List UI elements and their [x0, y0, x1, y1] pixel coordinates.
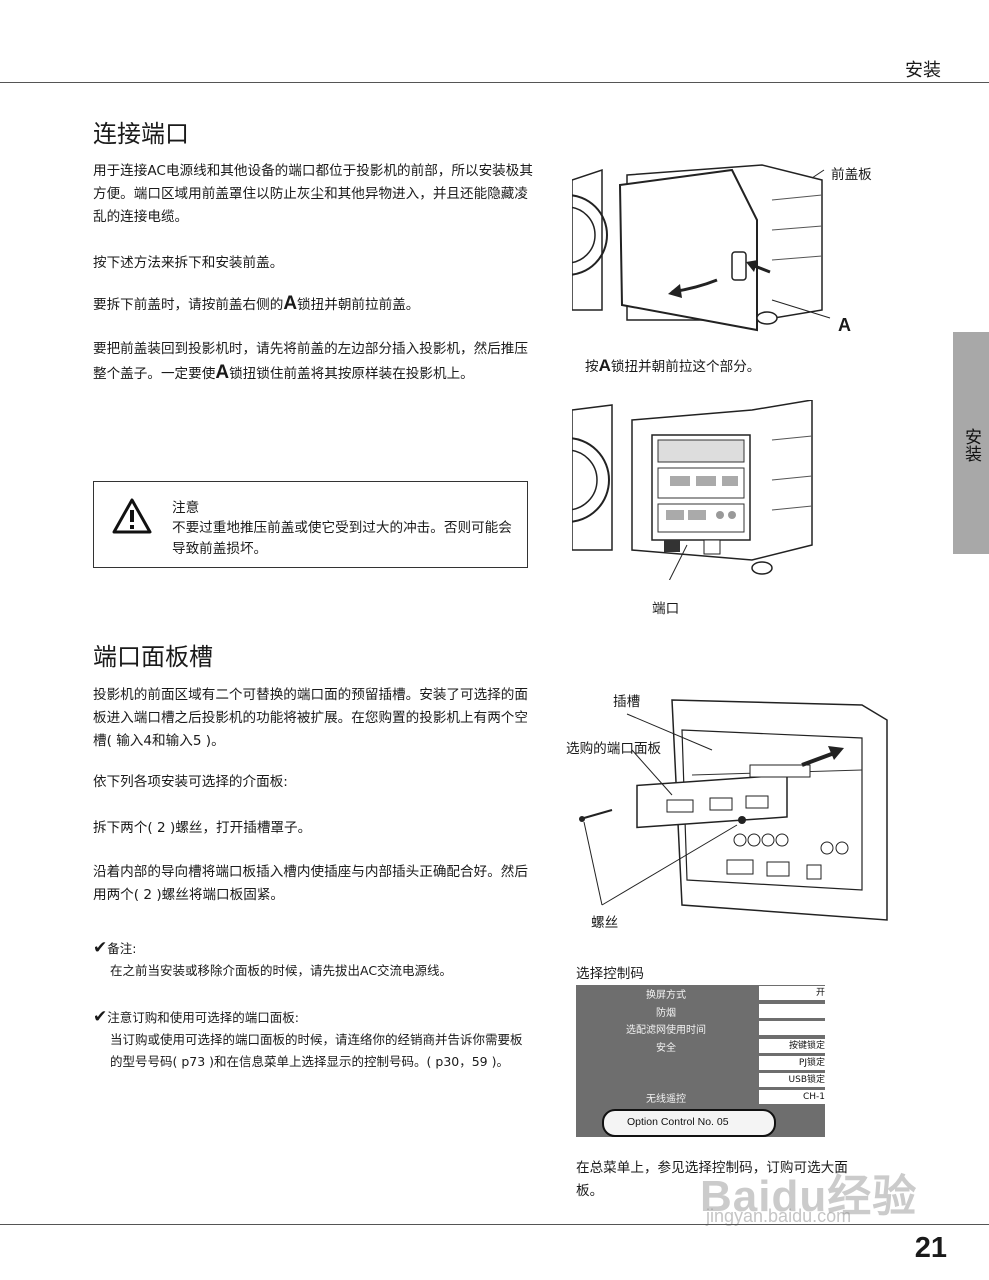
menu-caption-bottom: 在总菜单上，参见选择控制码，订购可选大面板。	[576, 1160, 848, 1199]
menu-row: USB锁定	[576, 1073, 825, 1090]
p4-text-post: 锁扭锁住前盖将其按原样装在投影机上。	[229, 366, 474, 382]
menu-row-label: 换屏方式	[646, 990, 686, 1001]
menu-row: 换屏方式 开	[576, 986, 825, 1003]
caution-title: 注意	[172, 500, 200, 516]
menu-row-label: 选配滤网使用时间	[626, 1025, 706, 1036]
ports-illustration	[572, 400, 813, 580]
warning-triangle-icon	[112, 498, 152, 534]
baidu-watermark-url: jingyan.baidu.com	[706, 1206, 852, 1226]
menu-row: 无线遥控 CH-1	[576, 1090, 825, 1107]
label-optional-panel: 选购的端口面板	[566, 741, 662, 757]
note-2-title: 注意订购和使用可选择的端口面板:	[107, 1010, 299, 1025]
settings-menu-screenshot: 换屏方式 开 防烟 选配滤网使用时间 安全 按键锁定 PJ锁定 USB锁定 无线遥控…	[576, 985, 825, 1137]
section1-paragraph-2: 按下述方法来拆下和安装前盖。	[93, 255, 284, 271]
option-control-text: Option Control No. 05	[627, 1116, 729, 1128]
menu-row: 选配滤网使用时间	[576, 1021, 825, 1038]
menu-row-label: 防烟	[656, 1008, 676, 1019]
caption-letter-a: A	[598, 356, 611, 375]
checkmark-icon: ✔	[93, 1007, 108, 1027]
menu-row-label: 无线遥控	[646, 1094, 686, 1105]
menu-row-value: 开	[759, 986, 825, 1000]
p3-text-pre: 要拆下前盖时，请按前盖右侧的	[93, 297, 284, 313]
p4-text-pre: 要把前盖装回到投影机时，请先将前盖的左边部分插入投影机，然后推压整个盖子。一定要…	[93, 341, 528, 382]
caption-pre: 按	[585, 359, 599, 375]
port-panel-illustration	[579, 699, 888, 921]
section2-paragraph-4: 沿着内部的导向槽将端口板插入槽内使插座与内部插头正确配合好。然后用两个( 2 )…	[93, 864, 528, 903]
note-2: ✔注意订购和使用可选择的端口面板: 当订购或使用可选择的端口面板的时候，请连络你…	[93, 1006, 533, 1073]
section2-paragraph-3: 拆下两个( 2 )螺丝，打开插槽罩子。	[93, 820, 312, 836]
caution-box: 注意 不要过重地推压前盖或使它受到过大的冲击。否则可能会导致前盖损坏。	[93, 481, 528, 568]
section1-paragraph-1: 用于连接AC电源线和其他设备的端口都位于投影机的前部，所以安装极其方便。端口区域…	[93, 163, 533, 225]
header-section-title: 安装	[905, 60, 941, 81]
menu-row-value	[759, 1004, 825, 1018]
label-port: 端口	[652, 601, 680, 617]
menu-caption-top: 选择控制码	[576, 966, 644, 982]
p3-letter-a: A	[283, 293, 298, 314]
menu-row-value: USB锁定	[759, 1073, 825, 1087]
checkmark-icon: ✔	[93, 938, 108, 958]
label-screw: 螺丝	[591, 915, 619, 931]
option-control-highlight: Option Control No. 05	[602, 1109, 776, 1137]
figure1-caption: 按A锁扭并朝前拉这个部分。	[585, 355, 760, 376]
menu-row-value: 按键锁定	[759, 1039, 825, 1053]
note-2-text: 当订购或使用可选择的端口面板的时候，请连络你的经销商并告诉你需要板的型号号码( …	[110, 1032, 523, 1069]
footer-rule	[0, 1224, 989, 1225]
menu-row: 安全 按键锁定	[576, 1039, 825, 1056]
note-1-title: 备注:	[107, 941, 137, 956]
section1-paragraph-3: 要拆下前盖时，请按前盖右侧的A锁扭并朝前拉前盖。	[93, 292, 533, 317]
menu-row-label: 安全	[656, 1043, 676, 1054]
label-slot: 插槽	[613, 694, 641, 710]
baidu-watermark: Baidu经验	[700, 1172, 918, 1221]
menu-row: 防烟	[576, 1004, 825, 1021]
menu-row-value: PJ锁定	[759, 1056, 825, 1070]
side-tab: 安装	[953, 332, 989, 554]
side-tab-label: 安装	[961, 428, 981, 462]
label-a: A	[838, 315, 851, 335]
note-1: ✔备注: 在之前当安装或移除介面板的时候，请先拔出AC交流电源线。	[93, 937, 533, 982]
section1-title: 连接端口	[93, 120, 189, 148]
section2-title: 端口面板槽	[93, 643, 213, 671]
section2-paragraph-1: 投影机的前面区域有二个可替换的端口面的预留插槽。安装了可选择的面板进入端口槽之后…	[93, 687, 528, 749]
p4-letter-a: A	[215, 362, 230, 383]
section1-paragraph-4: 要把前盖装回到投影机时，请先将前盖的左边部分插入投影机，然后推压整个盖子。一定要…	[93, 338, 533, 386]
menu-row: PJ锁定	[576, 1056, 825, 1073]
label-front-cover: 前盖板	[831, 167, 872, 183]
header-rule	[0, 82, 989, 83]
section2-paragraph-2: 依下列各项安装可选择的介面板:	[93, 774, 288, 790]
front-cover-illustration	[572, 164, 831, 332]
p3-text-post: 锁扭并朝前拉前盖。	[297, 297, 420, 313]
menu-row-value: CH-1	[759, 1090, 825, 1104]
menu-row-value	[759, 1021, 825, 1035]
note-1-text: 在之前当安装或移除介面板的时候，请先拔出AC交流电源线。	[110, 963, 453, 978]
caption-post: 锁扭并朝前拉这个部分。	[610, 359, 761, 375]
caution-text: 不要过重地推压前盖或使它受到过大的冲击。否则可能会导致前盖损坏。	[172, 520, 512, 557]
page-number: 21	[914, 1232, 947, 1264]
